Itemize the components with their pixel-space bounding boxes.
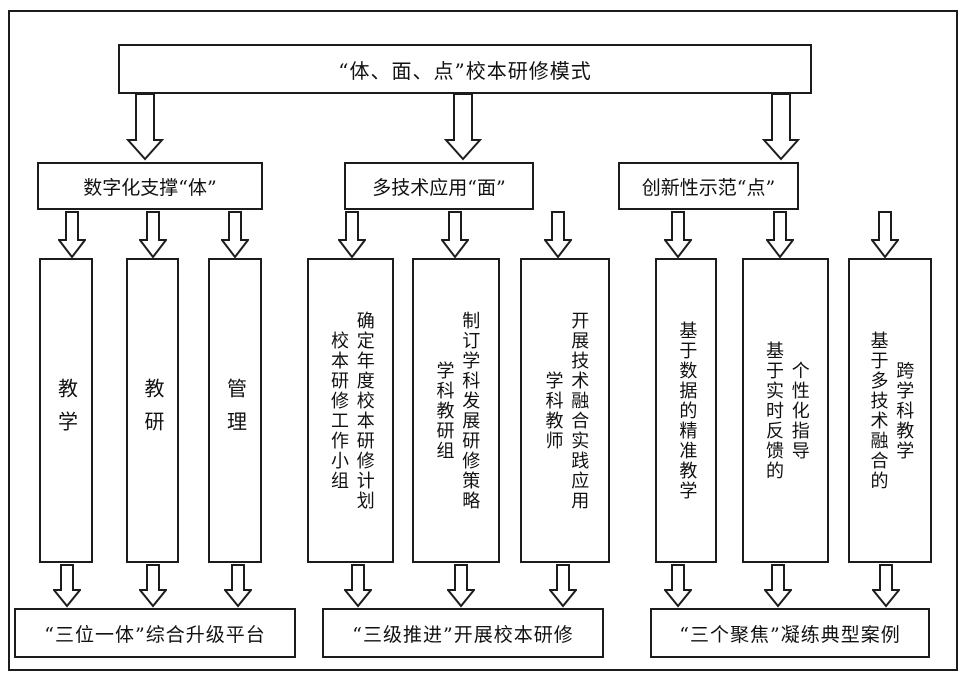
item-text: 制订学科发展研修策略 <box>459 310 481 511</box>
down-arrow-icon <box>139 211 167 259</box>
down-arrow-icon <box>444 93 482 161</box>
item-box-multitech-interdisciplinary: 基于多技术融合的 跨学科教学 <box>848 258 932 563</box>
footer-label: “三个聚焦”凝练典型案例 <box>679 623 901 646</box>
down-arrow-icon <box>441 211 469 259</box>
item-text: 开展技术融合实践应用 <box>568 310 590 511</box>
footer-box-platform: “三位一体”综合升级平台 <box>14 608 296 658</box>
item-box-subject-group-strategy: 学科教研组 制订学科发展研修策略 <box>412 258 500 563</box>
item-text: 学科教师 <box>542 370 564 451</box>
down-arrow-icon <box>871 211 899 259</box>
item-box-data-precision-teaching: 基于数据的精准教学 <box>655 258 717 563</box>
down-arrow-icon <box>447 564 475 608</box>
down-arrow-icon <box>338 211 366 259</box>
item-box-realtime-feedback-guidance: 基于实时反馈的 个性化指导 <box>742 258 829 563</box>
item-text: 个性化指导 <box>788 360 810 461</box>
footer-box-three-level: “三级推进”开展校本研修 <box>322 608 604 658</box>
item-text: 基于多技术融合的 <box>867 330 889 491</box>
down-arrow-icon <box>139 564 167 608</box>
down-arrow-icon <box>126 93 164 161</box>
branch-header-label: 创新性示范“点” <box>641 176 776 199</box>
footer-label: “三级推进”开展校本研修 <box>352 623 574 646</box>
item-text: 管理 <box>223 377 248 444</box>
branch-header-multitech: 多技术应用“面” <box>344 162 534 210</box>
down-arrow-icon <box>544 211 572 259</box>
item-text: 基于实时反馈的 <box>763 340 784 481</box>
down-arrow-icon <box>53 564 81 608</box>
branch-header-innovation: 创新性示范“点” <box>618 162 799 210</box>
branch-header-label: 数字化支撑“体” <box>83 176 217 199</box>
item-box-management: 管理 <box>208 258 262 563</box>
item-box-research: 教研 <box>126 258 179 563</box>
down-arrow-icon <box>58 211 86 259</box>
down-arrow-icon <box>344 564 372 608</box>
item-text: 基于数据的精准教学 <box>676 320 698 501</box>
item-box-teachers-practice: 学科教师 开展技术融合实践应用 <box>520 258 610 563</box>
down-arrow-icon <box>664 564 692 608</box>
down-arrow-icon <box>762 93 800 161</box>
item-text: 学科教研组 <box>433 360 455 461</box>
diagram-title: “体、面、点”校本研修模式 <box>338 58 592 83</box>
down-arrow-icon <box>549 564 577 608</box>
item-text: 跨学科教学 <box>893 360 915 461</box>
down-arrow-icon <box>766 211 794 259</box>
branch-header-digital: 数字化支撑“体” <box>37 162 263 210</box>
item-box-workgroup-plan: 校本研修工作小组 确定年度校本研修计划 <box>307 258 394 563</box>
down-arrow-icon <box>872 564 900 608</box>
footer-label: “三位一体”综合升级平台 <box>44 623 266 646</box>
down-arrow-icon <box>221 211 249 259</box>
branch-header-label: 多技术应用“面” <box>372 176 506 199</box>
item-text: 教学 <box>54 377 79 444</box>
item-text: 教研 <box>141 377 165 444</box>
item-text: 校本研修工作小组 <box>328 330 349 491</box>
down-arrow-icon <box>764 564 792 608</box>
footer-box-three-focus: “三个聚焦”凝练典型案例 <box>650 608 930 658</box>
down-arrow-icon <box>224 564 252 608</box>
title-box: “体、面、点”校本研修模式 <box>118 44 812 94</box>
item-box-teaching: 教学 <box>39 258 93 563</box>
item-text: 确定年度校本研修计划 <box>353 310 375 511</box>
down-arrow-icon <box>664 211 692 259</box>
